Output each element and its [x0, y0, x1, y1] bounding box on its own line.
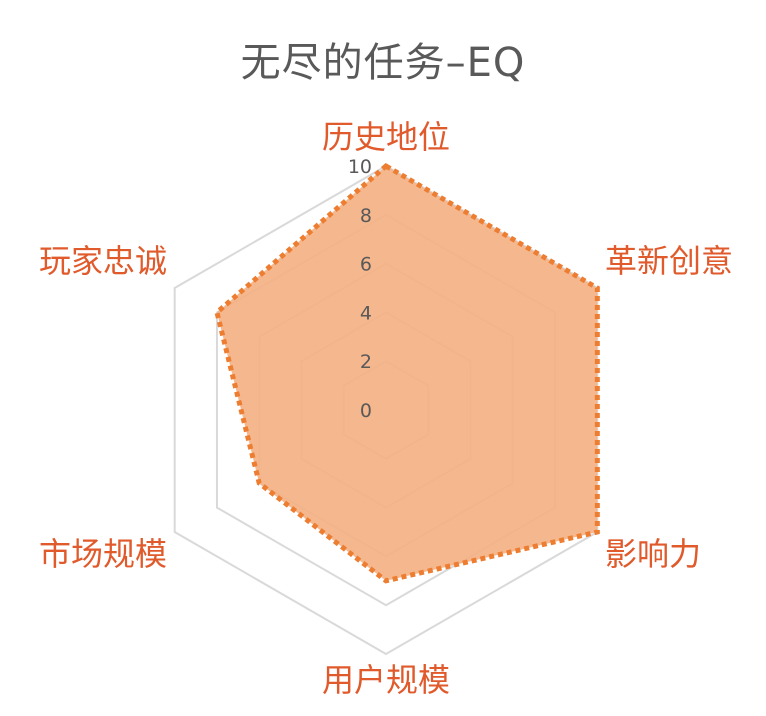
category-label-5: 玩家忠诚	[39, 242, 167, 280]
tick-label-0: 0	[360, 400, 372, 422]
category-label-4: 市场规模	[39, 535, 167, 573]
category-label-3: 用户规模	[322, 661, 450, 699]
radar-series	[214, 162, 600, 584]
category-label-2: 影响力	[605, 535, 701, 573]
radial-tick-labels: 0 2 4 6 8 10	[348, 156, 372, 422]
category-label-1: 革新创意	[605, 242, 733, 280]
tick-label-4: 4	[360, 302, 372, 324]
tick-label-6: 6	[360, 254, 372, 276]
chart-title: 无尽的任务–EQ	[240, 40, 526, 86]
tick-label-8: 8	[360, 205, 372, 227]
category-label-0: 历史地位	[322, 118, 450, 156]
tick-label-10: 10	[348, 156, 372, 178]
tick-label-2: 2	[360, 351, 372, 373]
series-area-0	[214, 162, 600, 584]
